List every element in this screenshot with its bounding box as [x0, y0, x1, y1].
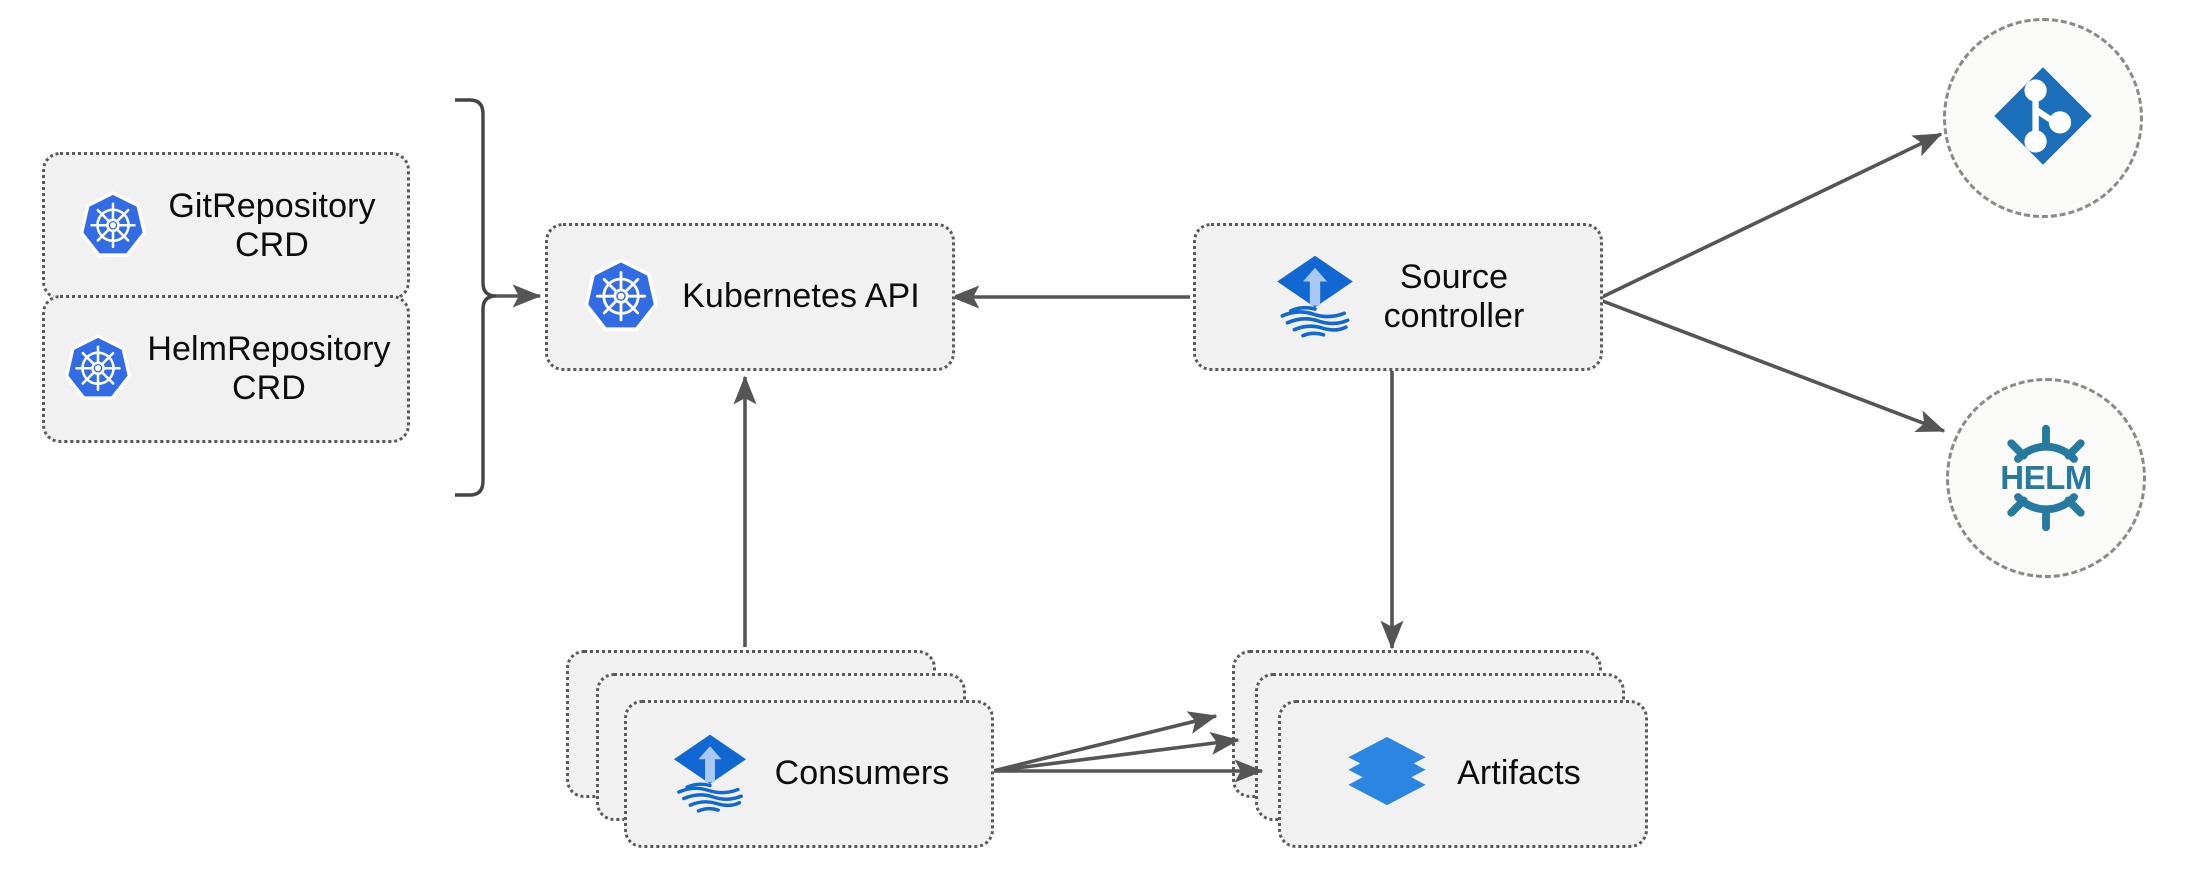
kubernetes-icon [61, 332, 135, 406]
node-label: Artifacts [1457, 754, 1581, 793]
flux-icon [669, 733, 751, 815]
node-source-controller[interactable]: Source controller [1193, 223, 1603, 371]
node-label: GitRepository CRD [168, 186, 376, 264]
edge-consumers-to-artifacts-2 [992, 732, 1240, 773]
edge-consumers-to-artifacts-1 [992, 711, 1218, 773]
node-helm-repository-crd[interactable]: HelmRepository CRD [42, 295, 410, 443]
git-icon [1990, 63, 2096, 174]
helm-icon: HELM [1990, 422, 2102, 534]
node-consumers[interactable]: Consumers [624, 700, 994, 848]
flux-icon [1272, 254, 1358, 340]
node-helm-provider[interactable]: HELM [1946, 378, 2146, 578]
helm-wordmark: HELM [2000, 459, 2092, 496]
node-git-provider[interactable] [1943, 18, 2143, 218]
kubernetes-icon [580, 256, 662, 338]
edge-source-controller-to-helm-provider [1599, 298, 1946, 433]
kubernetes-icon [76, 189, 150, 263]
node-label: Consumers [774, 754, 950, 793]
node-artifacts[interactable]: Artifacts [1278, 700, 1648, 848]
node-git-repository-crd[interactable]: GitRepository CRD [42, 152, 410, 300]
layers-icon [1345, 732, 1429, 816]
node-label: Source controller [1383, 257, 1525, 335]
node-label: HelmRepository CRD [147, 329, 391, 407]
node-kubernetes-api[interactable]: Kubernetes API [545, 223, 955, 371]
node-label: Kubernetes API [682, 277, 920, 316]
edge-source-controller-to-git-provider [1599, 132, 1943, 300]
